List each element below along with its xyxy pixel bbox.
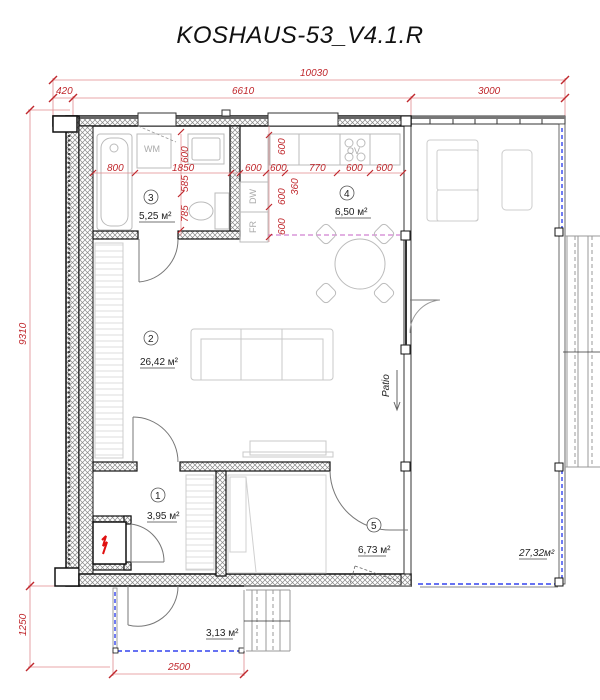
dim-kitchen-2: 770	[309, 163, 326, 174]
svg-text:6,50 м²: 6,50 м²	[335, 207, 368, 218]
dim-kitchen-v1: 360	[290, 178, 301, 195]
svg-text:1: 1	[155, 491, 161, 502]
svg-text:5: 5	[371, 521, 377, 532]
interior-dim-lines	[93, 126, 405, 242]
dim-overall-width: 10030	[300, 68, 328, 79]
porch-area	[112, 585, 411, 654]
dim-porch-width: 2500	[167, 662, 191, 673]
appliance-dw: DW	[248, 189, 258, 204]
dimension-ticks	[25, 75, 570, 679]
tv-console-icon	[242, 440, 334, 458]
dim-kitchen-0: 600	[245, 163, 262, 174]
room-1-label: 1 3,95 м²	[147, 487, 180, 523]
room-3-label: 3 5,25 м²	[139, 189, 175, 223]
room-2-label: 2 26,42 м²	[140, 330, 179, 369]
dim-kitchen-v0: 600	[277, 138, 288, 155]
dim-bath-585: 585	[180, 175, 191, 192]
dim-overall-height: 9310	[18, 322, 29, 345]
plan-title: KOSHAUS-53_V4.1.R	[176, 22, 424, 49]
appliance-ov: OV	[347, 146, 360, 156]
dim-house-width: 6610	[232, 86, 255, 97]
dim-kitchen-1: 600	[270, 163, 287, 174]
dim-porch-depth: 1250	[18, 613, 29, 636]
toilet-tank-icon	[214, 192, 230, 230]
interior-walls	[92, 125, 331, 577]
dining-table-icon	[315, 223, 395, 304]
bed-icon	[227, 474, 327, 574]
patio-label: Patio	[381, 374, 392, 397]
svg-text:26,42 м²: 26,42 м²	[140, 357, 179, 368]
interior-dim-ticks	[89, 128, 407, 241]
top-windows	[137, 109, 339, 127]
dim-kitchen-3: 600	[346, 163, 363, 174]
wardrobe-left	[94, 242, 124, 459]
kitchen-fixtures	[239, 133, 401, 243]
washing-machine-icon	[136, 133, 172, 169]
exterior-walls	[52, 115, 412, 587]
appliance-wm: WM	[144, 144, 160, 154]
patio-area	[409, 115, 600, 588]
svg-text:3,95 м²: 3,95 м²	[147, 511, 180, 522]
dim-kitchen-v3: 600	[277, 218, 288, 235]
toilet-icon	[188, 201, 214, 221]
dimension-lines	[28, 78, 566, 676]
porch-label: 3,13 м²	[206, 628, 239, 640]
dim-bath-1850: 1850	[172, 163, 195, 174]
dim-bath-600: 600	[180, 146, 191, 163]
dim-kitchen-4: 600	[376, 163, 393, 174]
svg-text:2: 2	[148, 334, 154, 345]
dim-patio-width: 3000	[478, 86, 501, 97]
svg-text:4: 4	[344, 189, 350, 200]
svg-text:5,25 м²: 5,25 м²	[139, 211, 172, 222]
room-4-label: 4 6,50 м²	[335, 185, 371, 219]
dim-kitchen-v2: 600	[277, 188, 288, 205]
svg-text:3,13 м²: 3,13 м²	[206, 628, 239, 639]
dim-bath-800: 800	[107, 163, 124, 174]
dim-left-offset: 420	[56, 86, 73, 97]
appliance-fr: FR	[248, 221, 258, 233]
wardrobe-entry	[185, 474, 215, 571]
patio-arrow-icon	[393, 370, 401, 412]
outdoor-sofa-icon	[426, 139, 533, 222]
electric-panel-icon	[101, 535, 108, 555]
cooktop-icon	[339, 133, 371, 166]
dim-bath-785: 785	[180, 205, 191, 222]
bathtub-icon	[96, 133, 133, 231]
doors	[127, 238, 441, 627]
svg-text:6,73 м²: 6,73 м²	[358, 545, 391, 556]
sofa-icon	[190, 328, 334, 381]
sink-icon	[187, 133, 225, 165]
room-5-label: 5 6,73 м²	[358, 517, 391, 557]
utility-closet	[92, 521, 127, 565]
outdoor-table-icon	[501, 149, 533, 211]
bathroom-fixtures	[96, 133, 230, 231]
patio-area-label: 27,32м²	[518, 548, 555, 559]
svg-text:3: 3	[148, 193, 154, 204]
